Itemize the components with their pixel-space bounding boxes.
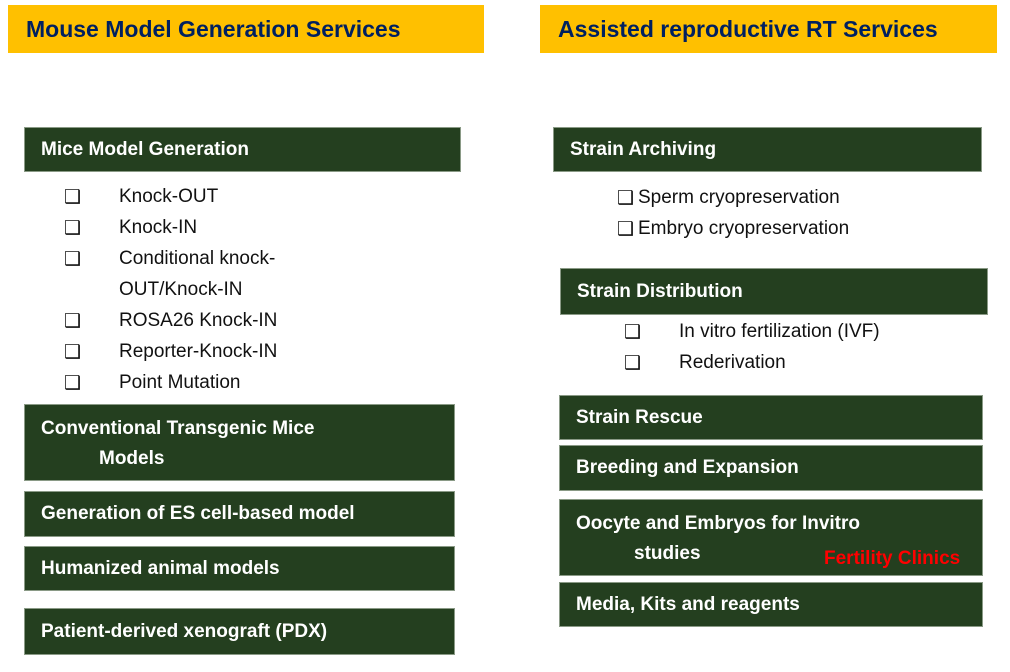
- oocyte-embryos-header: Oocyte and Embryos for Invitro studies: [559, 499, 983, 576]
- list-item: Knock-OUT: [119, 186, 219, 207]
- list-item: Knock-IN: [119, 217, 198, 238]
- checkbox-icon: ❑: [624, 322, 642, 343]
- strain-distribution-header: Strain Distribution: [560, 268, 988, 315]
- assisted-reproductive-services-title: Assisted reproductive RT Services: [540, 5, 997, 53]
- pdx-header: Patient-derived xenograft (PDX): [24, 608, 455, 655]
- checkbox-icon: ❑: [64, 342, 82, 363]
- checkbox-icon: ❑: [64, 218, 82, 239]
- list-item: OUT/Knock-IN: [119, 279, 243, 300]
- media-kits-header: Media, Kits and reagents: [559, 582, 983, 627]
- section-label: Oocyte and Embryos for Invitro: [576, 513, 860, 534]
- section-label: Strain Distribution: [577, 280, 743, 302]
- section-label: Breeding and Expansion: [576, 457, 799, 478]
- list-item: ROSA26 Knock-IN: [119, 310, 278, 331]
- list-item: In vitro fertilization (IVF): [679, 321, 880, 342]
- checkbox-icon: ❑: [64, 187, 82, 208]
- list-item: Sperm cryopreservation: [638, 187, 840, 208]
- humanized-models-header: Humanized animal models: [24, 546, 455, 591]
- strain-archiving-header: Strain Archiving: [553, 127, 982, 172]
- list-item: Point Mutation: [119, 372, 241, 393]
- section-label: Humanized animal models: [41, 557, 280, 579]
- es-cell-model-header: Generation of ES cell-based model: [24, 491, 455, 537]
- mice-model-generation-header: Mice Model Generation: [24, 127, 461, 172]
- section-label-cont: Models: [99, 448, 165, 469]
- checkbox-icon: ❑: [617, 219, 635, 240]
- section-label: Media, Kits and reagents: [576, 593, 800, 615]
- checkbox-icon: ❑: [617, 188, 635, 209]
- list-item: Embryo cryopreservation: [638, 218, 850, 239]
- checkbox-icon: ❑: [64, 249, 82, 270]
- list-item: Rederivation: [679, 352, 786, 373]
- checkbox-icon: ❑: [64, 311, 82, 332]
- section-label: Strain Archiving: [570, 138, 717, 160]
- fertility-clinics-note: Fertility Clinics: [824, 548, 961, 569]
- section-label: Strain Rescue: [576, 406, 703, 428]
- list-item: Reporter-Knock-IN: [119, 341, 278, 362]
- checkbox-icon: ❑: [64, 373, 82, 394]
- section-label: Mice Model Generation: [41, 138, 249, 160]
- breeding-expansion-header: Breeding and Expansion: [559, 445, 983, 491]
- mouse-model-services-title: Mouse Model Generation Services: [8, 5, 484, 53]
- section-label: Conventional Transgenic Mice: [41, 418, 315, 439]
- strain-rescue-header: Strain Rescue: [559, 395, 983, 440]
- section-label: Generation of ES cell-based model: [41, 503, 355, 524]
- list-item: Conditional knock-: [119, 248, 276, 269]
- section-label-cont: studies: [634, 543, 701, 564]
- checkbox-icon: ❑: [624, 353, 642, 374]
- section-label: Patient-derived xenograft (PDX): [41, 620, 328, 642]
